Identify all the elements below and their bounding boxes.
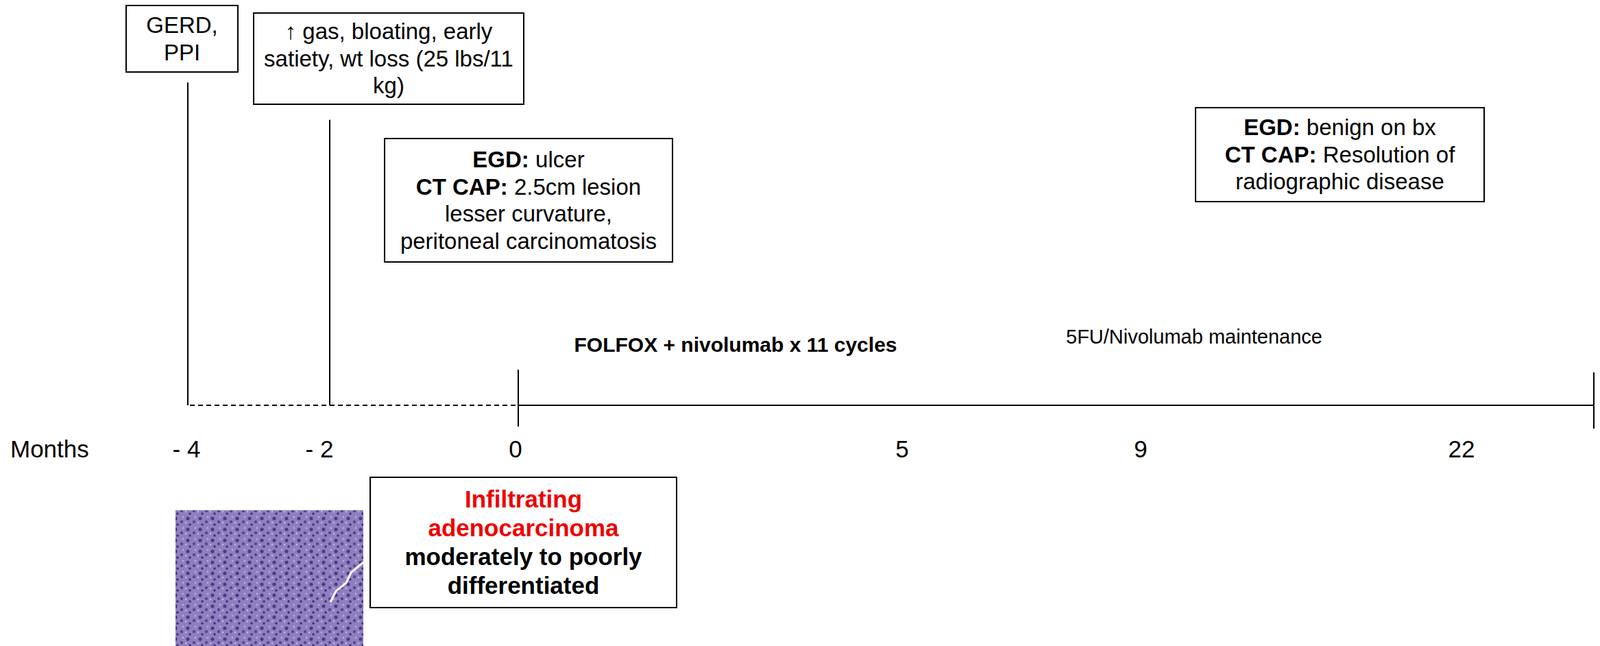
- solid-timeline: [520, 404, 1594, 406]
- box-text: GERD, PPI: [146, 12, 218, 66]
- workup-box: EGD:ulcerCT CAP:2.5cm lesion lesser curv…: [383, 137, 674, 263]
- bold-text: EGD:: [1243, 114, 1301, 140]
- text-line: moderately to poorly differentiated: [380, 542, 667, 600]
- text-line: EGD:ulcer: [392, 146, 665, 174]
- box-text: ↑ gas, bloating, early satiety, wt loss …: [263, 18, 514, 99]
- text-line: GERD, PPI: [136, 11, 228, 66]
- axis-tick-label: 9: [1133, 435, 1147, 463]
- text-line: ↑ gas, bloating, early satiety, wt loss …: [261, 17, 517, 100]
- histology-image: [175, 510, 364, 646]
- text-line: EGD:benign on bx: [1203, 113, 1477, 142]
- axis-tick-label: 22: [1448, 435, 1476, 463]
- pathology-box: Infiltrating adenocarcinomamoderately to…: [369, 476, 678, 609]
- bold-text: moderately to poorly differentiated: [404, 542, 642, 599]
- axis-tick-label: - 2: [305, 435, 334, 463]
- end-tick: [1593, 372, 1595, 429]
- box-text: ulcer: [535, 146, 585, 173]
- tissue-crack: [330, 562, 364, 602]
- start-tick: [517, 369, 519, 427]
- text-line: CT CAP:2.5cm lesion lesser curvature, pe…: [392, 173, 665, 256]
- event-tick: [329, 119, 331, 406]
- histology-slide: [175, 510, 364, 646]
- bold-text: EGD:: [472, 146, 530, 173]
- dashed-timeline: [189, 404, 521, 406]
- axis-tick-label: - 4: [172, 435, 201, 463]
- event-box: GERD, PPI: [125, 4, 239, 73]
- event-tick: [187, 82, 189, 406]
- treatment-label: FOLFOX + nivolumab x 11 cycles: [573, 333, 897, 358]
- treatment-label: 5FU/Nivolumab maintenance: [1065, 325, 1323, 349]
- symptom-box: ↑ gas, bloating, early satiety, wt loss …: [252, 12, 525, 105]
- text-line: Infiltrating adenocarcinoma: [380, 484, 667, 543]
- response-box: EGD:benign on bxCT CAP:Resolution of rad…: [1194, 106, 1485, 203]
- axis-tick-label: 0: [508, 435, 522, 463]
- axis-tick-label: 5: [895, 435, 909, 463]
- bold-text: CT CAP:: [416, 174, 508, 200]
- bold-text: Infiltrating adenocarcinoma: [427, 485, 619, 541]
- box-text: benign on bx: [1306, 114, 1437, 140]
- axis-title: Months: [10, 435, 90, 463]
- bold-text: CT CAP:: [1225, 141, 1317, 168]
- text-line: CT CAP:Resolution of radiographic diseas…: [1203, 141, 1477, 196]
